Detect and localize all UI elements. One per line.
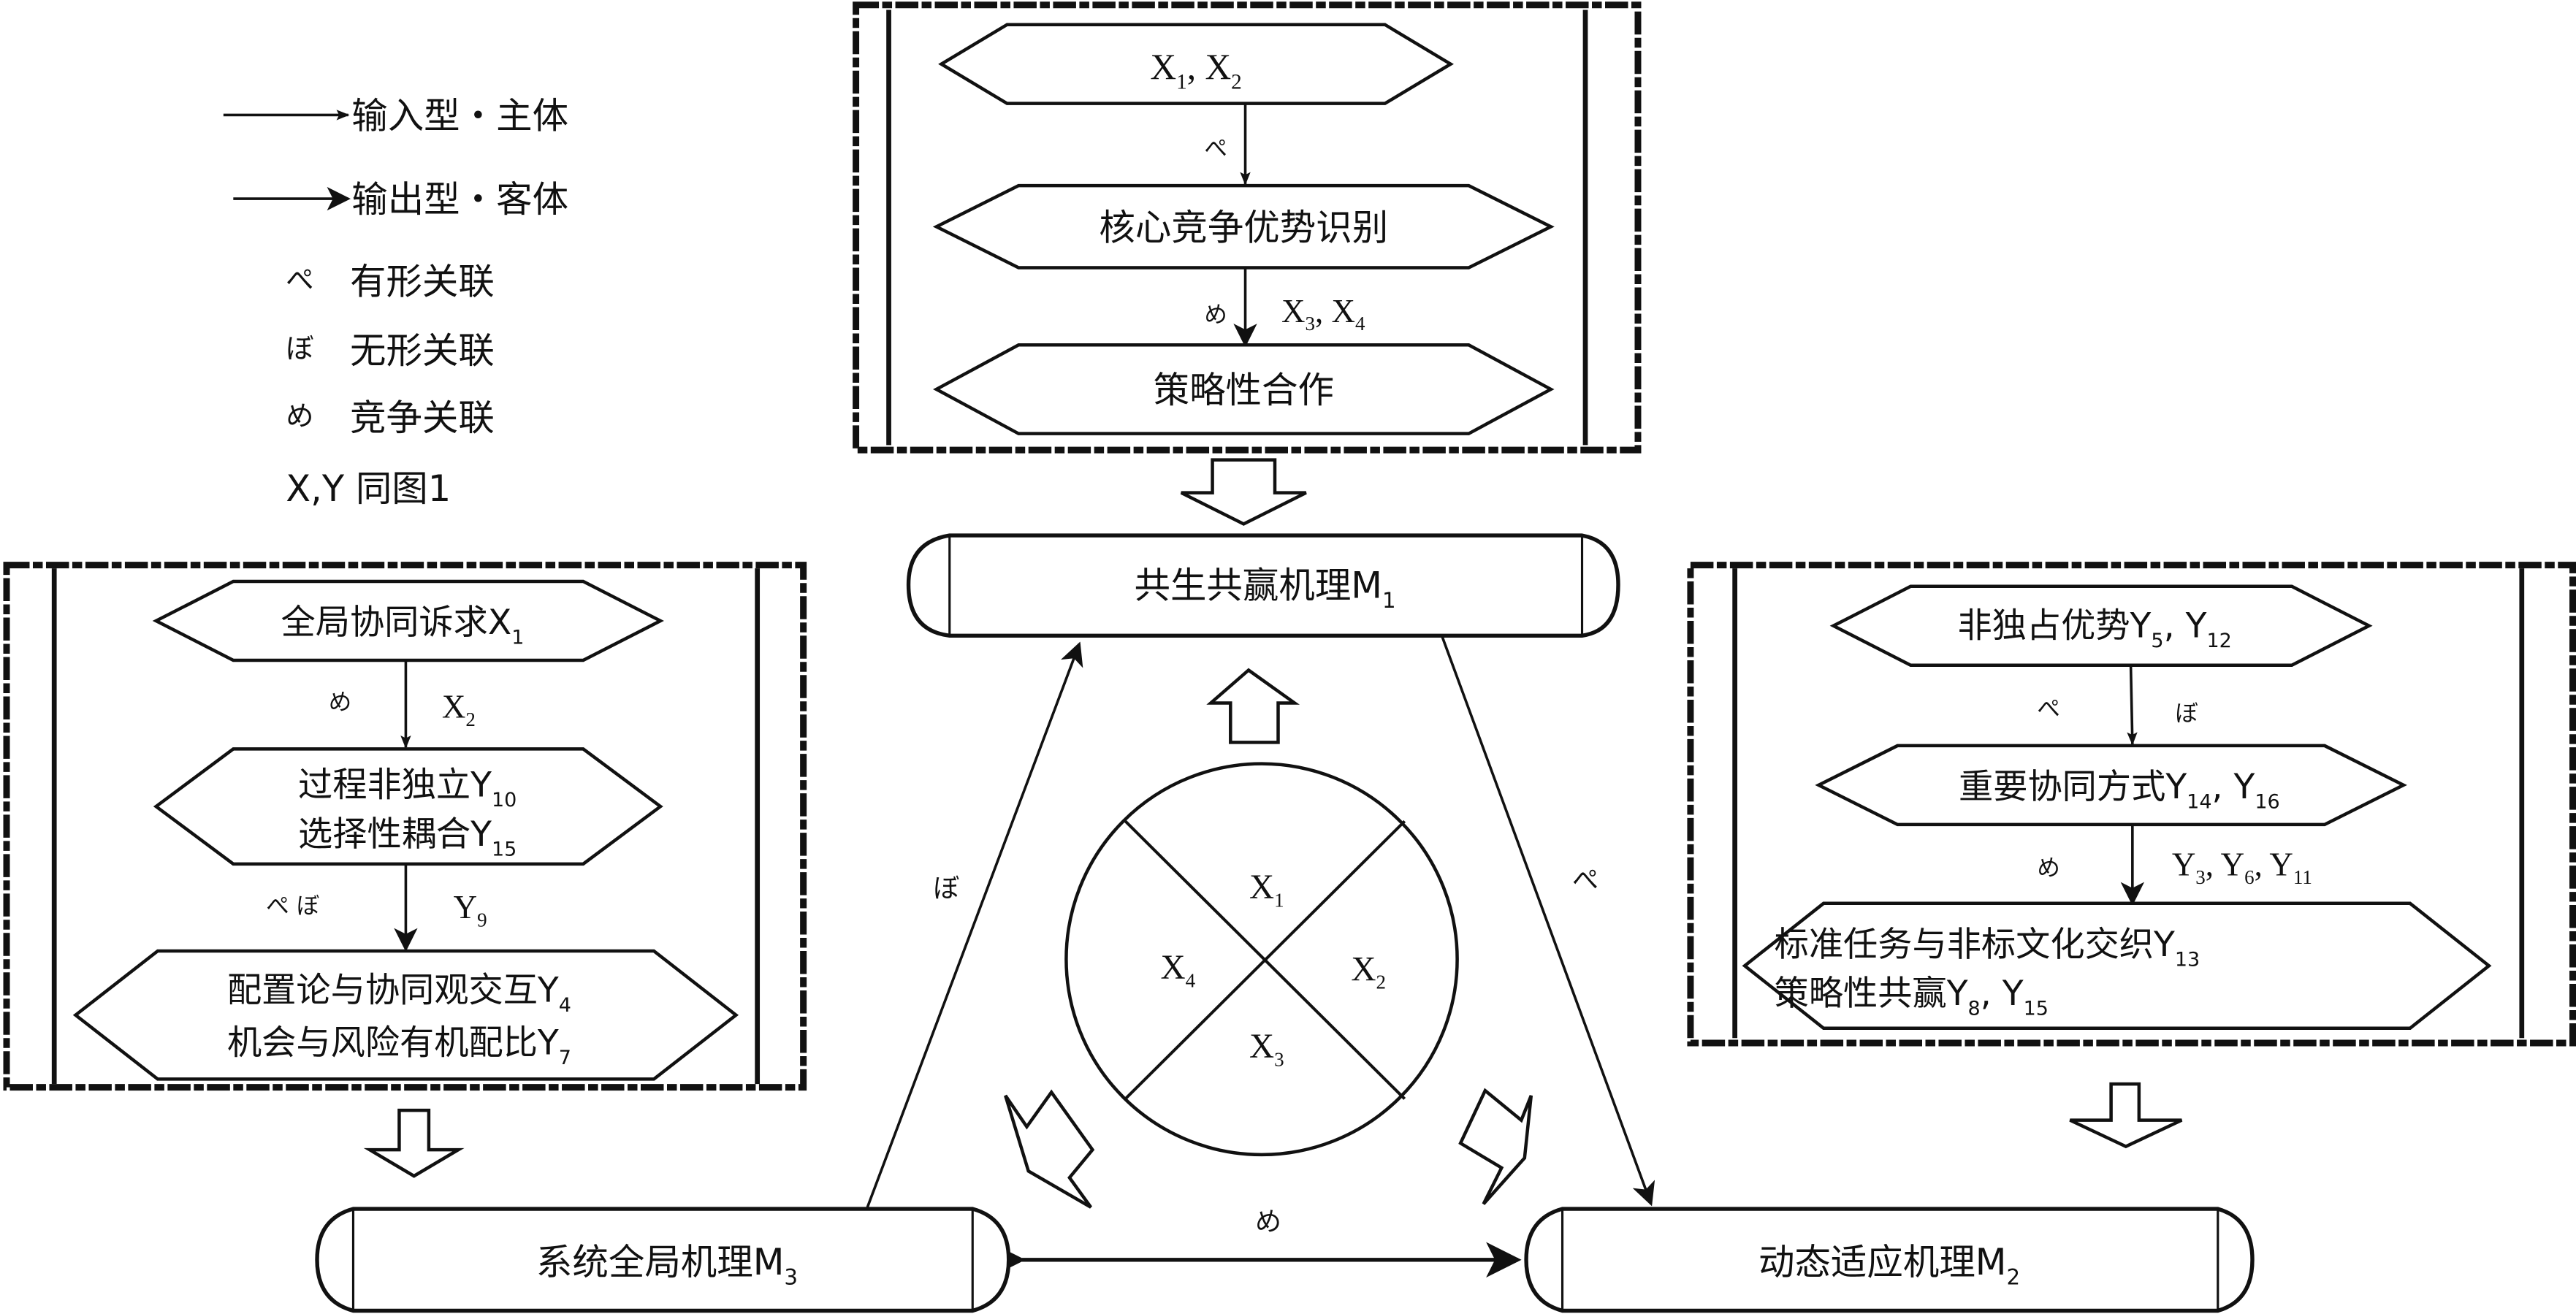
node-process-coupling-line2: 选择性耦合Y15	[298, 814, 517, 860]
m3-label: 系统全局机理M3	[536, 1241, 798, 1289]
left-edge-1-symbol: め	[329, 689, 351, 715]
legend-note: X,Y 同图1	[286, 467, 451, 510]
left-process-box: 全局协同诉求X1 め X2 过程非独立Y10 选择性耦合Y15 ぺ ぼ Y9 配…	[3, 562, 807, 1091]
node-standard-task-culture	[1742, 901, 2492, 1030]
node-x1-x2	[938, 23, 1454, 105]
node-standard-task-culture-line1: 标准任务与非标文化交织Y13	[1775, 925, 2200, 971]
quadrant-x1: X1	[1249, 868, 1284, 911]
node-synergy-mode-label: 重要协同方式Y14, Y16	[1959, 767, 2280, 813]
right-box-frame	[1687, 562, 2576, 1047]
right-edge-1-symbol-right: ぼ	[2175, 700, 2198, 727]
right-process-box: 非独占优势Y5, Y12 ぺ ぼ 重要协同方式Y14, Y16 め Y3, Y6…	[1687, 562, 2576, 1047]
node-strategic-cooperation-label: 策略性合作	[1154, 369, 1334, 411]
legend-output-arrow: 输出型・客体	[233, 178, 568, 221]
m1-to-m2-symbol: ぺ	[1572, 866, 1598, 895]
node-global-synergy-demand	[152, 579, 664, 662]
legend: 输入型・主体 输出型・客体 ぺ 有形关联 ぼ 无形关联 め 竞争关联 X,Y 同…	[223, 94, 568, 510]
top-edge-1-symbol: ぺ	[1204, 136, 1227, 162]
node-configuration-interaction-line2: 机会与风险有机配比Y7	[227, 1023, 571, 1069]
quadrant-x3: X3	[1249, 1028, 1284, 1070]
right-edge-2-label: Y3, Y6, Y11	[2172, 847, 2312, 888]
tangible-symbol: ぺ	[286, 264, 313, 297]
legend-input-label: 输入型・主体	[351, 94, 568, 137]
legend-tangible-label: 有形关联	[350, 261, 495, 303]
left-edge-2-label: Y9	[454, 889, 487, 931]
legend-competitive-label: 竞争关联	[350, 397, 495, 439]
competitive-symbol: め	[286, 400, 313, 432]
m3-to-m1-arrow	[866, 641, 1083, 1208]
node-configuration-interaction-line1: 配置论与协同观交互Y4	[227, 971, 571, 1017]
quadrant-x4: X4	[1161, 949, 1196, 991]
core-circle: X1 X2 X3 X4	[1064, 762, 1459, 1157]
circle-diagonal-2	[1124, 820, 1406, 1100]
top-box-frame	[853, 1, 1642, 454]
m1-to-m2-arrow	[1441, 636, 1655, 1207]
node-strategic-cooperation	[933, 343, 1555, 435]
hollow-diagonal-arrow-icon	[1004, 1089, 1095, 1209]
hollow-down-arrow-icon	[363, 1108, 465, 1178]
node-x1-x2-label: X1, X2	[1150, 47, 1241, 93]
node-configuration-interaction	[72, 949, 739, 1081]
legend-output-label: 输出型・客体	[351, 178, 568, 221]
m3-m2-symbol: め	[1255, 1207, 1281, 1237]
node-synergy-mode	[1815, 744, 2407, 827]
m1-label: 共生共赢机理M1	[1134, 565, 1395, 613]
node-core-competitive-advantage-label: 核心竞争优势识别	[1099, 206, 1388, 248]
right-edge-1-symbol-left: ぺ	[2037, 695, 2059, 722]
hollow-down-arrow-icon	[2069, 1082, 2183, 1149]
left-box-frame	[3, 562, 807, 1091]
hollow-up-arrow-icon	[1206, 668, 1300, 744]
mechanism-m2: 动态适应机理M2	[1524, 1207, 2255, 1313]
top-process-box: X1, X2 ぺ 核心竞争优势识别 め X3, X4 策略性合作	[853, 1, 1642, 454]
mechanism-m1: 共生共赢机理M1	[906, 533, 1620, 638]
node-non-exclusive-advantage	[1829, 584, 2373, 667]
hollow-down-arrow-icon	[1180, 458, 1307, 526]
right-edge-2-symbol: め	[2037, 855, 2059, 882]
top-edge-2-label: X3, X4	[1281, 293, 1365, 335]
quadrant-x2: X2	[1351, 950, 1386, 993]
right-edge-1-arrow	[2127, 665, 2138, 746]
node-core-competitive-advantage	[932, 183, 1555, 270]
mechanism-m3: 系统全局机理M3	[315, 1207, 1011, 1313]
m2-label: 动态适应机理M2	[1758, 1241, 2020, 1289]
m3-to-m1-symbol: ぼ	[933, 874, 959, 904]
node-process-coupling-line1: 过程非独立Y10	[298, 765, 517, 811]
left-edge-1-label: X2	[442, 689, 476, 730]
node-global-synergy-demand-label: 全局协同诉求X1	[281, 603, 525, 649]
hollow-diagonal-arrow-icon	[1458, 1088, 1533, 1205]
legend-input-arrow: 输入型・主体	[223, 94, 568, 137]
legend-intangible-label: 无形关联	[350, 329, 495, 372]
left-edge-2-symbols: ぺ ぼ	[266, 893, 319, 919]
node-standard-task-culture-line2: 策略性共赢Y8, Y15	[1775, 974, 2049, 1020]
node-non-exclusive-advantage-label: 非独占优势Y5, Y12	[1957, 606, 2231, 652]
intangible-symbol: ぼ	[286, 333, 313, 365]
top-edge-2-symbol: め	[1204, 302, 1227, 328]
node-process-coupling	[153, 747, 663, 866]
